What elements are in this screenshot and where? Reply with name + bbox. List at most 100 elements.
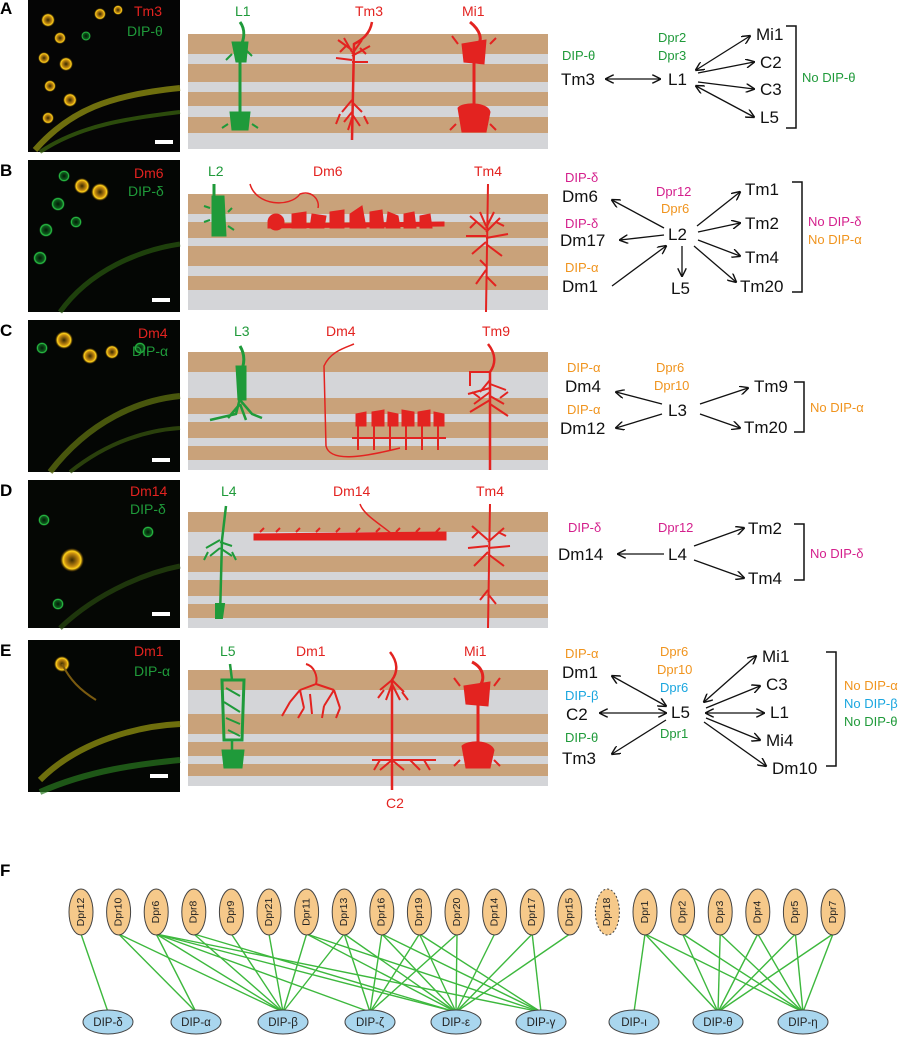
interaction-edge (381, 933, 457, 1013)
dpr-label: Dpr10 (112, 898, 124, 927)
node-label: Tm20 (740, 277, 783, 296)
annotation: DIP-δ (568, 520, 601, 535)
node-label: Dm4 (565, 377, 601, 396)
dpr-label: Dpr19 (413, 898, 425, 927)
neuron-dm1 (281, 663, 341, 719)
dip-node: DIP-α (170, 1009, 222, 1035)
dpr-node: Dpr21 (256, 888, 282, 936)
node-label: Dm17 (560, 231, 605, 250)
interaction-edge (306, 933, 542, 1013)
dip-ellipse (82, 1009, 134, 1035)
dpr-label: Dpr9 (225, 900, 237, 923)
dip-node: DIP-β (257, 1009, 309, 1035)
cell-label: Dm14 (333, 483, 371, 499)
dpr-node: Dpr17 (519, 888, 545, 936)
interaction-edge (644, 933, 804, 1013)
panel-a: A Tm3 DIP-θ L1 Tm3 Mi1 (0, 0, 855, 154)
interaction-edges (80, 933, 834, 1013)
dpr-ellipse (181, 888, 207, 936)
panel-letter: E (0, 641, 11, 660)
panel-letter: D (0, 481, 12, 500)
cell-label: C2 (386, 795, 404, 811)
network-a: DIP-θ Dpr2 Dpr3 Tm3 L1 Mi1 C2 C3 L5 No D… (561, 25, 855, 129)
annotation: No DIP-δ (810, 546, 863, 561)
annotation: DIP-β (565, 688, 598, 703)
micro-label: DIP-α (132, 343, 168, 359)
node-label: Tm4 (748, 569, 782, 588)
micro-label: Dm4 (138, 325, 168, 341)
annotation: Dpr6 (660, 680, 688, 695)
dpr-ellipse (519, 888, 545, 936)
dip-label: DIP-ζ (356, 1017, 384, 1029)
dpr-label: Dpr6 (150, 900, 162, 923)
cell-label: L4 (221, 483, 237, 499)
dpr-label: Dpr7 (827, 900, 839, 923)
dpr-label: Dpr18 (601, 898, 613, 927)
dip-ellipse (430, 1009, 482, 1035)
dpr-ellipse (670, 888, 696, 936)
dpr-node: Dpr15 (557, 888, 583, 936)
dip-label: DIP-δ (93, 1017, 122, 1029)
dpr-node: Dpr6 (143, 888, 169, 936)
interaction-edge (455, 933, 458, 1013)
annotation: DIP-α (567, 360, 601, 375)
dpr-label: Dpr15 (564, 898, 576, 927)
annotation: No DIP-β (844, 696, 898, 711)
neuron-tm4 (466, 183, 509, 313)
node-label: C3 (760, 80, 782, 99)
interaction-edge (802, 933, 834, 1013)
dip-node: DIP-η (777, 1009, 829, 1035)
dpr-label: Dpr13 (338, 898, 350, 927)
dpr-ellipse (331, 888, 357, 936)
node-label: L4 (668, 545, 687, 564)
micrograph (28, 160, 181, 314)
layer-schematic (188, 194, 548, 310)
dip-label: DIP-γ (527, 1017, 556, 1029)
interaction-edge (633, 933, 646, 1013)
dpr-ellipse (406, 888, 432, 936)
annotation: Dpr6 (656, 360, 684, 375)
micro-label: DIP-δ (128, 183, 164, 199)
cell-label: L3 (234, 323, 250, 339)
node-label: C2 (566, 705, 588, 724)
cell-label: Tm3 (355, 3, 383, 19)
neuron-dm6 (249, 183, 445, 231)
interaction-edge (455, 933, 571, 1013)
interaction-edge (230, 933, 284, 1013)
neuron-l2 (203, 184, 235, 237)
node-label: L1 (770, 703, 789, 722)
node-label: Tm9 (754, 377, 788, 396)
dpr-ellipse (632, 888, 658, 936)
interaction-edge (719, 933, 804, 1013)
node-label: Tm3 (562, 749, 596, 768)
dpr-label: Dpr16 (376, 898, 388, 927)
node-label: L1 (668, 70, 687, 89)
node-label: L5 (760, 108, 779, 127)
annotation: Dpr12 (656, 184, 691, 199)
dip-node: DIP-ι (608, 1009, 660, 1035)
neuron-mi1 (449, 20, 497, 133)
network-d: DIP-δ Dm14 Dpr12 L4 Tm2 Tm4 No DIP-δ (558, 519, 863, 588)
dpr-node: Dpr10 (106, 888, 132, 936)
cell-label: L5 (220, 643, 236, 659)
interaction-edge (156, 933, 457, 1013)
dip-node: DIP-γ (515, 1009, 567, 1035)
dpr-ellipse (143, 888, 169, 936)
dip-label: DIP-ε (442, 1017, 470, 1029)
dip-ellipse (257, 1009, 309, 1035)
neuron-tm4 (467, 503, 511, 629)
annotation: DIP-θ (565, 730, 598, 745)
neuron-dm4 (323, 343, 446, 458)
dpr-label: Dpr5 (789, 900, 801, 923)
micro-label: Tm3 (134, 3, 162, 19)
micro-label: DIP-θ (127, 23, 163, 39)
node-label: Tm2 (748, 519, 782, 538)
dpr-node: Dpr14 (482, 888, 508, 936)
micro-label: DIP-α (134, 663, 170, 679)
dip-ellipse (608, 1009, 660, 1035)
dpr-node: Dpr13 (331, 888, 357, 936)
dip-node: DIP-δ (82, 1009, 134, 1035)
dpr-ellipse (820, 888, 846, 936)
interaction-edge (757, 933, 804, 1013)
